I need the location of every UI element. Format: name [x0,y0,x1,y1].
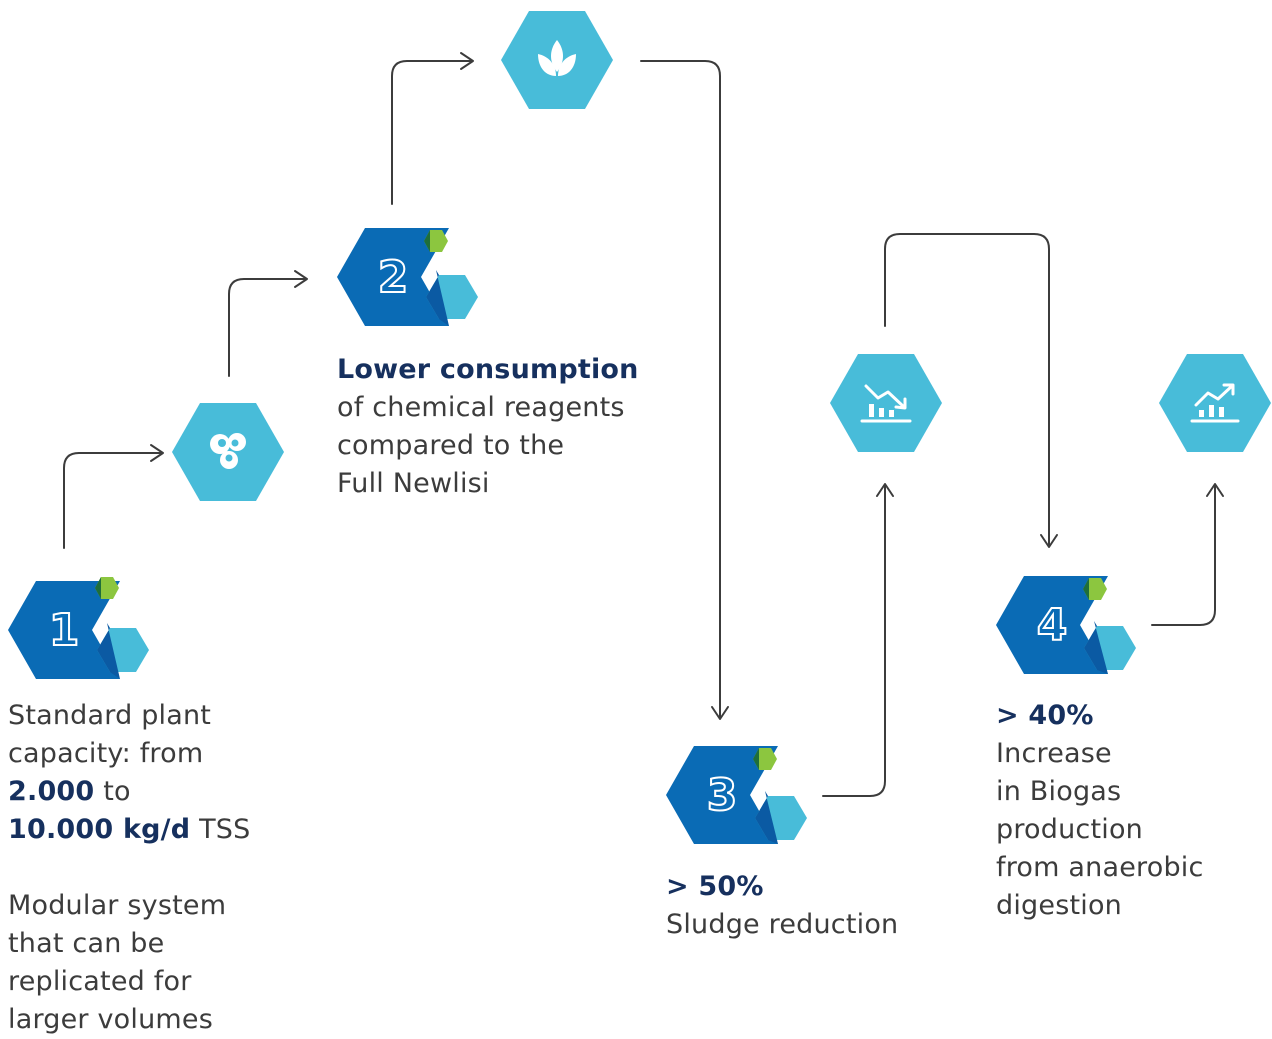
connector-b-3 [640,60,721,719]
step-2-number: 2 [378,252,409,303]
step-1-extra-line: that can be [8,928,165,959]
step-1-description: Standard plant capacity: from 2.000 to 1… [8,697,308,1039]
step-4-hexagon [996,576,1136,674]
connector-1-a [63,452,163,549]
leaf-sprout-icon [501,11,613,109]
arrowhead-3-c [876,483,894,497]
step-4-line: digestion [996,890,1122,921]
step-3-number: 3 [707,770,738,821]
arrowhead-a-2 [294,270,308,288]
recycle-swirl-icon [172,403,284,501]
step-1-extra-line: Modular system [8,890,227,921]
step-2-line: of chemical reagents [337,392,625,423]
step-1-capacity-min: 2.000 [8,776,95,807]
connector-a-2 [228,278,307,377]
connector-4-d [1151,484,1216,626]
step-2-description: Lower consumption of chemical reagents c… [337,351,667,503]
step-1-extra-line: larger volumes [8,1004,213,1035]
step-1-hexagon [8,577,149,679]
step-1-capacity-max: 10.000 kg/d [8,814,191,845]
step-4-line: Increase [996,738,1112,769]
arrowhead-b-3 [711,706,729,720]
step-4-line: production [996,814,1143,845]
step-3-line: Sludge reduction [666,909,899,940]
step-2-highlight: Lower consumption [337,354,639,385]
step-3-description: > 50% Sludge reduction [666,868,956,944]
connector-c-4 [884,233,1050,547]
step-1-line: Standard plant [8,700,212,731]
step-1-extra-line: replicated for [8,966,192,997]
arrowhead-4-d [1206,483,1224,497]
connector-3-c [822,484,886,797]
arrowhead-1-a [150,444,164,462]
arrowhead-c-4 [1040,534,1058,548]
step-4-line: from anaerobic [996,852,1204,883]
step-2-hexagon [337,228,478,326]
step-4-line: in Biogas [996,776,1122,807]
step-4-description: > 40% Increase in Biogas production from… [996,697,1266,925]
chart-up-icon [1159,354,1271,452]
connector-2-b [391,60,473,205]
step-3-highlight: > 50% [666,871,764,902]
chart-down-icon [830,354,942,452]
step-1-line: capacity: from [8,738,204,769]
step-3-hexagon [666,746,807,844]
step-4-highlight: > 40% [996,700,1094,731]
arrowhead-2-b [460,52,474,70]
step-2-line: compared to the [337,430,565,461]
step-1-number: 1 [49,605,80,656]
step-2-line: Full Newlisi [337,468,490,499]
step-4-number: 4 [1037,600,1068,651]
